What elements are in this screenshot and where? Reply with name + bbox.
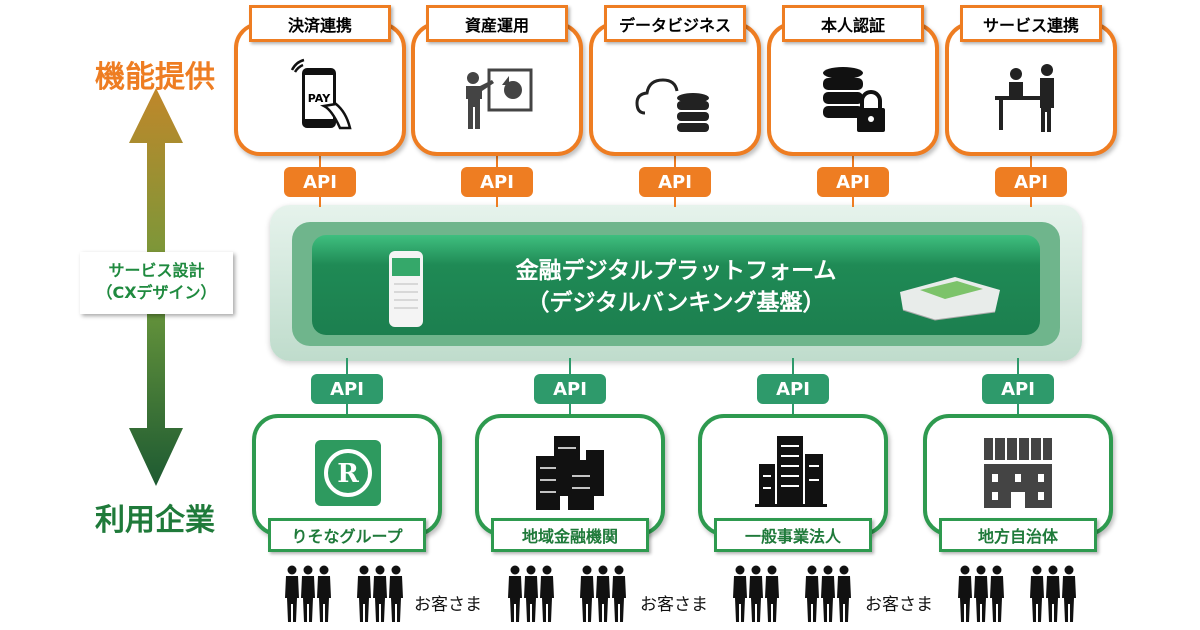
service-box — [411, 22, 583, 156]
customer-group-icon — [508, 565, 554, 623]
service-label: 資産運用 — [426, 5, 568, 42]
customers-label: お客さま — [414, 595, 482, 615]
user-companies-label: 利用企業 — [95, 503, 215, 538]
api-badge: API — [284, 167, 356, 197]
service-box — [945, 22, 1117, 156]
presentation-icon — [457, 58, 537, 138]
service-label: 決済連携 — [249, 5, 391, 42]
customers-label: お客さま — [865, 595, 933, 615]
smartphone-app-icon — [389, 251, 423, 327]
platform-subtitle: （デジタルバンキング基盤） — [526, 290, 826, 316]
customer-group-icon — [580, 565, 626, 623]
api-badge: API — [461, 167, 533, 197]
cloud-database-icon — [635, 58, 715, 138]
api-badge: API — [757, 374, 829, 404]
service-label: 本人認証 — [782, 5, 924, 42]
api-badge: API — [311, 374, 383, 404]
resona-logo: R — [307, 432, 387, 512]
service-design-box: サービス設計 （CXデザイン） — [80, 252, 233, 314]
company-label: 一般事業法人 — [714, 518, 872, 552]
svg-text:PAY: PAY — [308, 92, 332, 105]
mobile-pay-icon: PAY — [280, 58, 360, 138]
service-design-line1: サービス設計 — [108, 261, 205, 280]
database-lock-icon — [813, 58, 893, 138]
customer-group-icon — [733, 565, 779, 623]
service-label: サービス連携 — [960, 5, 1102, 42]
customer-group-icon — [958, 565, 1004, 623]
svg-text:R: R — [337, 459, 359, 489]
government-building-icon — [978, 432, 1058, 512]
service-counter-icon — [991, 58, 1071, 138]
company-label: りそなグループ — [268, 518, 426, 552]
api-badge: API — [982, 374, 1054, 404]
api-badge: API — [817, 167, 889, 197]
bank-buildings-icon — [530, 432, 610, 512]
customers-label: お客さま — [640, 595, 708, 615]
customer-group-icon — [805, 565, 851, 623]
company-label: 地方自治体 — [939, 518, 1097, 552]
api-badge: API — [995, 167, 1067, 197]
office-building-icon — [753, 432, 833, 512]
platform-title: 金融デジタルプラットフォーム — [515, 258, 837, 284]
customer-group-icon — [1030, 565, 1076, 623]
server-terminal-icon — [900, 277, 1000, 321]
company-label: 地域金融機関 — [491, 518, 649, 552]
customer-group-icon — [285, 565, 331, 623]
service-label: データビジネス — [604, 5, 746, 42]
customer-group-icon — [357, 565, 403, 623]
function-provision-label: 機能提供 — [95, 60, 215, 95]
api-badge: API — [534, 374, 606, 404]
service-design-line2: （CXデザイン） — [96, 283, 217, 302]
digital-platform: 金融デジタルプラットフォーム （デジタルバンキング基盤） — [312, 235, 1040, 335]
api-badge: API — [639, 167, 711, 197]
